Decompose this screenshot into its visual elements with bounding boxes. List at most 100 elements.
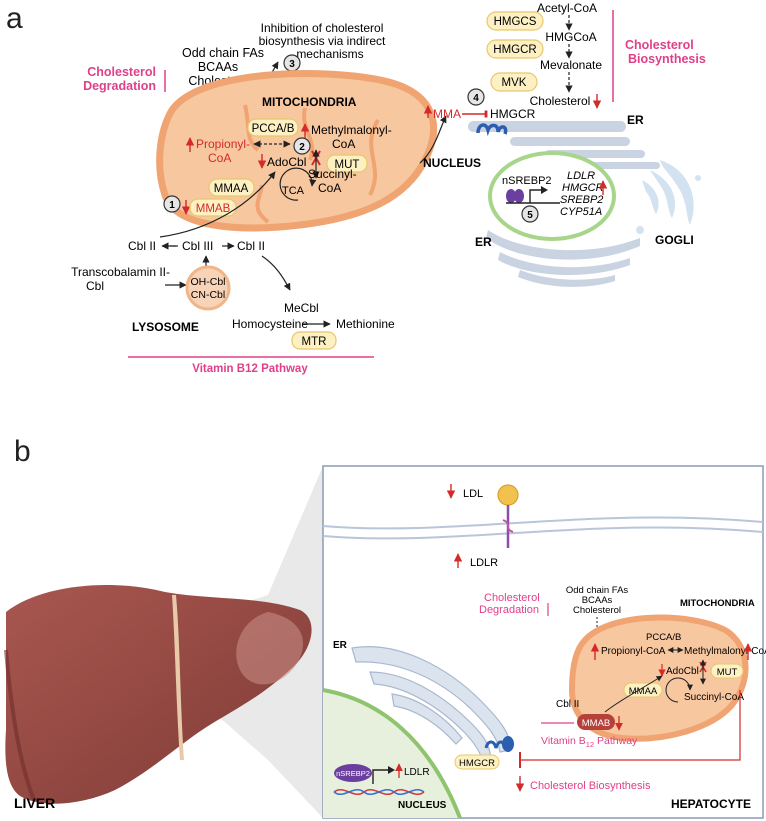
a-crista-3 xyxy=(368,118,380,196)
a-mito-to-mma-arrow xyxy=(419,115,447,164)
svg-text:SREBP2: SREBP2 xyxy=(560,194,603,206)
step-3-label: 3 xyxy=(289,59,295,70)
a-mvk-label: MVK xyxy=(502,77,527,89)
svg-text:Biosynthesis: Biosynthesis xyxy=(628,52,706,66)
a-cholesterol-biosynthesis: Cholesterol Biosynthesis xyxy=(625,38,706,66)
a-mecbl: MeCbl xyxy=(284,301,319,315)
b-hepatocyte-label: HEPATOCYTE xyxy=(671,797,751,811)
a-mmab-label: MMAB xyxy=(196,203,231,215)
b-vitamin-pathway: Vitamin B12 Pathway xyxy=(541,735,638,749)
svg-text:LDLR: LDLR xyxy=(567,170,595,182)
svg-text:mechanisms: mechanisms xyxy=(296,47,363,61)
b-promoter-arrow-head xyxy=(388,766,395,774)
a-golgi-label: GOGLI xyxy=(655,233,694,247)
b-odd-chain-inputs: Odd chain FAs BCAAs Cholesterol xyxy=(566,585,629,616)
b-ldlr-gene-label: LDLR xyxy=(404,767,430,778)
a-er-bottom xyxy=(486,230,640,287)
b-mut-box xyxy=(710,663,744,679)
a-biosynthesis-enzymes: HMGCS HMGCR MVK xyxy=(486,11,544,92)
svg-text:Cholesterol: Cholesterol xyxy=(87,65,156,79)
a-nsrebp2: nSREBP2 xyxy=(502,175,552,187)
b-gall-ligament xyxy=(172,595,184,760)
svg-text:Propionyl-: Propionyl- xyxy=(196,137,250,151)
b-cbl-to-adocbl-arrow xyxy=(604,675,663,713)
svg-text:HMGCoA: HMGCoA xyxy=(545,30,596,44)
step-2-label: 2 xyxy=(299,142,305,153)
a-homocysteine: Homocysteine xyxy=(232,317,308,331)
b-nsrebp2-protein xyxy=(334,764,372,782)
b-pcca-label: PCCA/B xyxy=(646,632,681,643)
b-adocbl: AdoCbl xyxy=(666,666,699,677)
b-hmgcr-protein xyxy=(484,736,514,752)
step-1-marker xyxy=(163,195,181,213)
a-er-top xyxy=(468,121,660,169)
svg-text:Degradation: Degradation xyxy=(479,604,539,616)
b-nucleus xyxy=(323,690,460,818)
b-hmgcr-box xyxy=(454,754,500,770)
a-odd-chain-fas: Odd chain FAs xyxy=(182,46,264,60)
a-cn-cbl: CN-Cbl xyxy=(191,289,225,301)
b-hmgcr-label: HMGCR xyxy=(459,758,495,769)
a-er-top-label: ER xyxy=(627,113,644,127)
b-cholesterol-degradation: Cholesterol Degradation xyxy=(479,592,540,616)
panel-a-label: a xyxy=(6,2,23,35)
a-succinyl: Succinyl- CoA xyxy=(308,167,357,195)
b-mmab-box xyxy=(577,714,615,730)
svg-text:Succinyl-: Succinyl- xyxy=(308,167,357,181)
b-liver-label: LIVER xyxy=(14,795,55,811)
svg-text:Cholesterol: Cholesterol xyxy=(530,94,591,108)
svg-text:CoA: CoA xyxy=(208,151,231,165)
b-nsrebp2-label: nSREBP2 xyxy=(336,769,370,778)
panel-b-label: b xyxy=(14,435,31,468)
b-succinyl: Succinyl-CoA xyxy=(684,692,744,703)
b-dna-helix xyxy=(333,789,425,795)
a-mmab-box xyxy=(189,198,237,217)
a-pcca-label: PCCA/B xyxy=(252,123,295,135)
a-target-genes: LDLR HMGCR SREBP2 CYP51A xyxy=(560,170,604,218)
a-adocbl-label: AdoCbl xyxy=(267,155,306,169)
a-lysosome-circle xyxy=(185,265,231,311)
a-mut-label: MUT xyxy=(335,159,360,171)
a-hmgcr-enzyme-label: HMGCR xyxy=(493,44,536,56)
svg-text:Inhibition of cholesterol: Inhibition of cholesterol xyxy=(261,21,384,35)
a-oh-cbl: OH-Cbl xyxy=(190,276,225,288)
b-methylmalonyl: Methylmalonyl-CoA xyxy=(684,646,766,657)
a-hmgcr-protein xyxy=(476,123,508,137)
step-4-label: 4 xyxy=(473,93,479,104)
svg-text:Odd chain FAs: Odd chain FAs xyxy=(566,585,629,596)
svg-text:Cholesterol: Cholesterol xyxy=(484,592,540,604)
a-cbl-ii-right: Cbl II xyxy=(237,239,265,253)
b-mma-inhibition-line xyxy=(520,690,741,761)
a-mtr-label: MTR xyxy=(302,336,327,348)
svg-text:CYP51A: CYP51A xyxy=(560,206,602,218)
step-1-label: 1 xyxy=(169,200,175,211)
b-nuclear-envelope xyxy=(322,688,462,819)
b-mmab-label: MMAB xyxy=(582,718,611,729)
a-cbl-to-mecbl-arrow xyxy=(261,255,291,291)
a-hmgcr-target: HMGCR xyxy=(490,107,536,121)
a-mmaa-box xyxy=(208,178,255,197)
svg-text:Degradation: Degradation xyxy=(83,79,156,93)
a-inhibition-text: Inhibition of cholesterol biosynthesis v… xyxy=(259,21,386,61)
b-liver-shade xyxy=(4,649,36,801)
a-tca-label: TCA xyxy=(282,185,305,197)
a-hmgcs-label: HMGCS xyxy=(494,16,537,28)
b-promoter-arrow xyxy=(372,769,390,784)
b-mut-label: MUT xyxy=(717,667,738,678)
a-vitamin-pathway-label: Vitamin B12 Pathway xyxy=(192,363,308,375)
a-methionine: Methionine xyxy=(336,317,395,331)
b-tca-cycle xyxy=(665,677,693,703)
svg-text:Acetyl-CoA: Acetyl-CoA xyxy=(537,1,597,15)
b-mmaa-label: MMAA xyxy=(629,686,658,697)
a-transcobalamin: Transcobalamin II- Cbl xyxy=(71,265,170,293)
b-liver-highlight xyxy=(236,612,304,685)
a-nucleus-label: NUCLEUS xyxy=(423,156,481,170)
a-lysosome-label: LYSOSOME xyxy=(132,320,199,334)
a-mut-box xyxy=(326,154,368,173)
svg-text:Cholesterol: Cholesterol xyxy=(625,38,694,52)
a-pcca-box xyxy=(247,118,299,137)
a-propionyl: Propionyl- CoA xyxy=(196,137,250,165)
a-cholesterol-degradation: Cholesterol Degradation xyxy=(83,65,156,93)
a-cbl-ii-left: Cbl II xyxy=(128,239,156,253)
b-membrane-inner xyxy=(322,526,764,540)
